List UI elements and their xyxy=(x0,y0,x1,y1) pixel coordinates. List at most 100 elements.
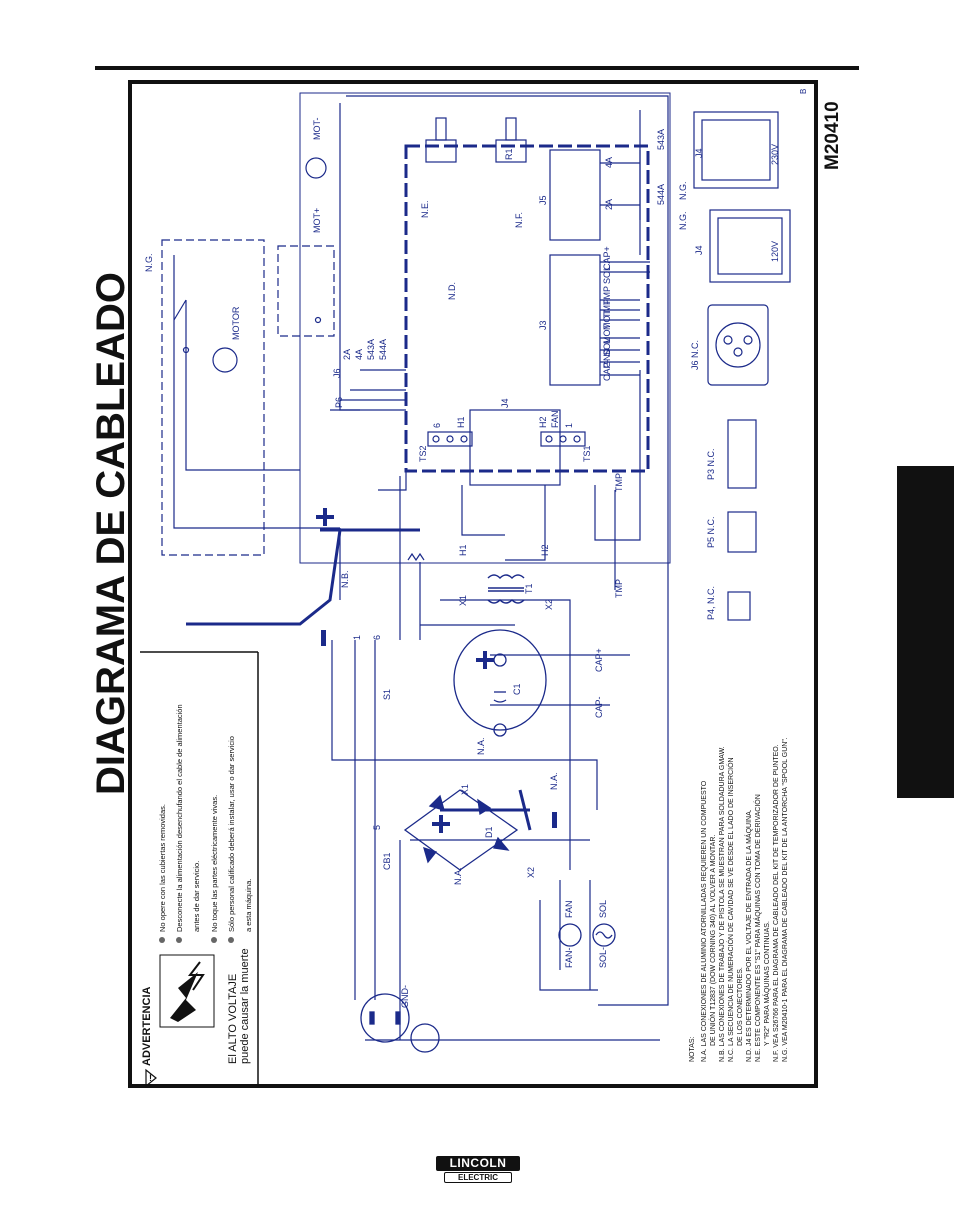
connector-j4-120v xyxy=(709,209,791,283)
potentiometer-r1 xyxy=(495,117,527,163)
warning-tagline-1: El ALTO VOLTAJE xyxy=(227,974,239,1064)
terminal-strip-ts2 xyxy=(427,431,473,447)
label-sol: SOL xyxy=(598,900,608,918)
label-wire-5: 5 xyxy=(372,825,382,830)
note-line: DE UNIÓN T12837 (DOW CORNING 340) AL VOL… xyxy=(708,835,717,1046)
label-mot-2: MOT xyxy=(602,324,612,344)
label-cap-plus-c1: CAP+ xyxy=(594,648,604,672)
connector-j4-230v xyxy=(693,111,779,189)
label-fan-minus: FAN- xyxy=(564,947,574,968)
label-h2: H2 xyxy=(540,544,550,556)
label-230v: 230V xyxy=(770,144,780,165)
label-nf: N.F. xyxy=(514,212,524,228)
label-x1: X1 xyxy=(458,595,468,606)
label-h1: H1 xyxy=(458,544,468,556)
label-ts2: TS2 xyxy=(418,445,428,462)
label-mot-plus: MOT+ xyxy=(312,208,322,233)
label-sol-j3: SOL xyxy=(602,266,612,284)
connector-p5 xyxy=(727,511,757,553)
label-120v: 120V xyxy=(770,241,780,262)
note-line: N.D. J4 ES DETERMINADO POR EL VOLTAJE DE… xyxy=(744,809,753,1062)
label-543a: 543A xyxy=(366,339,376,360)
logo-bottom: ELECTRIC xyxy=(444,1172,512,1183)
label-sol-minus: SOL- xyxy=(598,947,608,968)
label-ne: N.E. xyxy=(420,200,430,218)
note-line: N.F. VEA S26766 PARA EL DIAGRAMA DE CABL… xyxy=(773,744,780,1062)
label-t1: T1 xyxy=(524,583,534,594)
warning-item-4b: a esta máquina. xyxy=(244,879,253,932)
label-d1: D1 xyxy=(484,826,494,838)
diagram-frame xyxy=(128,80,818,1088)
label-r1: R1 xyxy=(504,148,514,160)
label-cap-plus: CAP+ xyxy=(602,246,612,270)
label-motor: MOTOR xyxy=(231,306,241,340)
label-x2: X2 xyxy=(544,599,554,610)
label-h2-ts: H2 xyxy=(538,416,548,428)
connector-p3 xyxy=(727,419,757,489)
label-ts1: TS1 xyxy=(582,445,592,462)
label-tmp-a: TMP xyxy=(614,473,624,492)
note-line: N.C. LA SECUENCIA DE NUMERACIÓN DE CAVID… xyxy=(726,757,735,1062)
label-gnd-minus: GND- xyxy=(400,985,410,1008)
connector-p4 xyxy=(727,591,751,621)
note-line: N.A. LAS CONEXIONES DE ALUMINIO ATORNILL… xyxy=(701,780,708,1062)
note-line: DE LOS CONECTORES. xyxy=(737,967,744,1046)
warning-item-1: No opere con las cubiertas removidas. xyxy=(158,804,167,932)
plus-icon xyxy=(316,508,494,833)
label-p6: P6 xyxy=(334,397,344,408)
label-tmp-1: TMP xyxy=(602,286,612,305)
label-fan-ts: FAN xyxy=(550,410,560,428)
label-ng-3: N.G. xyxy=(678,181,688,200)
label-544a: 544A xyxy=(378,339,388,360)
label-wire-1: 1 xyxy=(352,635,362,640)
label-j5: J5 xyxy=(538,195,548,205)
label-ng-2: N.G. xyxy=(678,211,688,230)
section-tab xyxy=(897,466,954,798)
note-line: N.G. VEA M20410-1 PARA EL DIAGRAMA DE CA… xyxy=(782,737,789,1062)
label-p4-nc: P4, N.C. xyxy=(706,586,716,620)
notes-block: NOTAS: N.A. LAS CONEXIONES DE ALUMINIO A… xyxy=(689,737,789,1062)
shock-hazard-icon xyxy=(159,954,215,1028)
transformer-t1 xyxy=(407,552,525,604)
label-fan: FAN xyxy=(564,900,574,918)
note-line: N.B. LAS CONEXIONES DE TRABAJO Y DE PIST… xyxy=(719,746,726,1062)
power-plug xyxy=(360,993,440,1053)
label-mot-minus: MOT- xyxy=(312,118,322,141)
label-4a-j5: 4A xyxy=(604,157,614,168)
label-p3-nc: P3 N.C. xyxy=(706,448,716,480)
wires xyxy=(161,92,671,1041)
warning-item-4: Sólo personal calificado deberá instalar… xyxy=(227,736,236,932)
note-line: Y "R2" PARA MÁQUINAS CONTINUAS. xyxy=(762,921,771,1046)
label-543a-right: 543A xyxy=(656,129,666,150)
switch-s1-pot xyxy=(425,117,457,163)
label-tmp-2: TMP xyxy=(602,299,612,318)
top-rule xyxy=(95,66,859,70)
label-mot-1: MOT xyxy=(602,310,612,330)
label-c1: C1 xyxy=(512,683,522,695)
label-cb1: CB1 xyxy=(382,852,392,870)
label-j6-small: J6 xyxy=(332,368,342,378)
revision-letter: B xyxy=(799,89,808,94)
warning-bullets xyxy=(159,937,234,943)
label-j4-230: J4 xyxy=(694,148,704,158)
label-j4: J4 xyxy=(500,398,510,408)
label-wire-1-ts1: 1 xyxy=(564,423,574,428)
label-s1: S1 xyxy=(382,689,392,700)
warning-item-2b: antes de dar servicio. xyxy=(192,861,201,932)
warning-item-3: No toque las partes eléctricamente vivas… xyxy=(210,795,219,932)
label-p5-nc: P5 N.C. xyxy=(706,516,716,548)
logo-top: LINCOLN xyxy=(436,1156,520,1171)
label-j3: J3 xyxy=(538,320,548,330)
capacitor-c1 xyxy=(453,629,547,737)
label-j4-120: J4 xyxy=(694,245,704,255)
warning-tagline-2: puede causar la muerte xyxy=(239,948,251,1064)
label-x2-d1: X2 xyxy=(526,867,536,878)
page-title: DIAGRAMA DE CABLEADO xyxy=(89,272,133,795)
label-wire-6-ts2: 6 xyxy=(432,423,442,428)
connector-j6 xyxy=(707,304,769,386)
label-x1-d1: X1 xyxy=(460,784,470,795)
warning-heading: ADVERTENCIA xyxy=(141,986,153,1066)
warning-box: ! ADVERTENCIA El ALTO VOLTAJE puede caus… xyxy=(140,651,259,1088)
diode-bridge-d1 xyxy=(403,789,519,871)
